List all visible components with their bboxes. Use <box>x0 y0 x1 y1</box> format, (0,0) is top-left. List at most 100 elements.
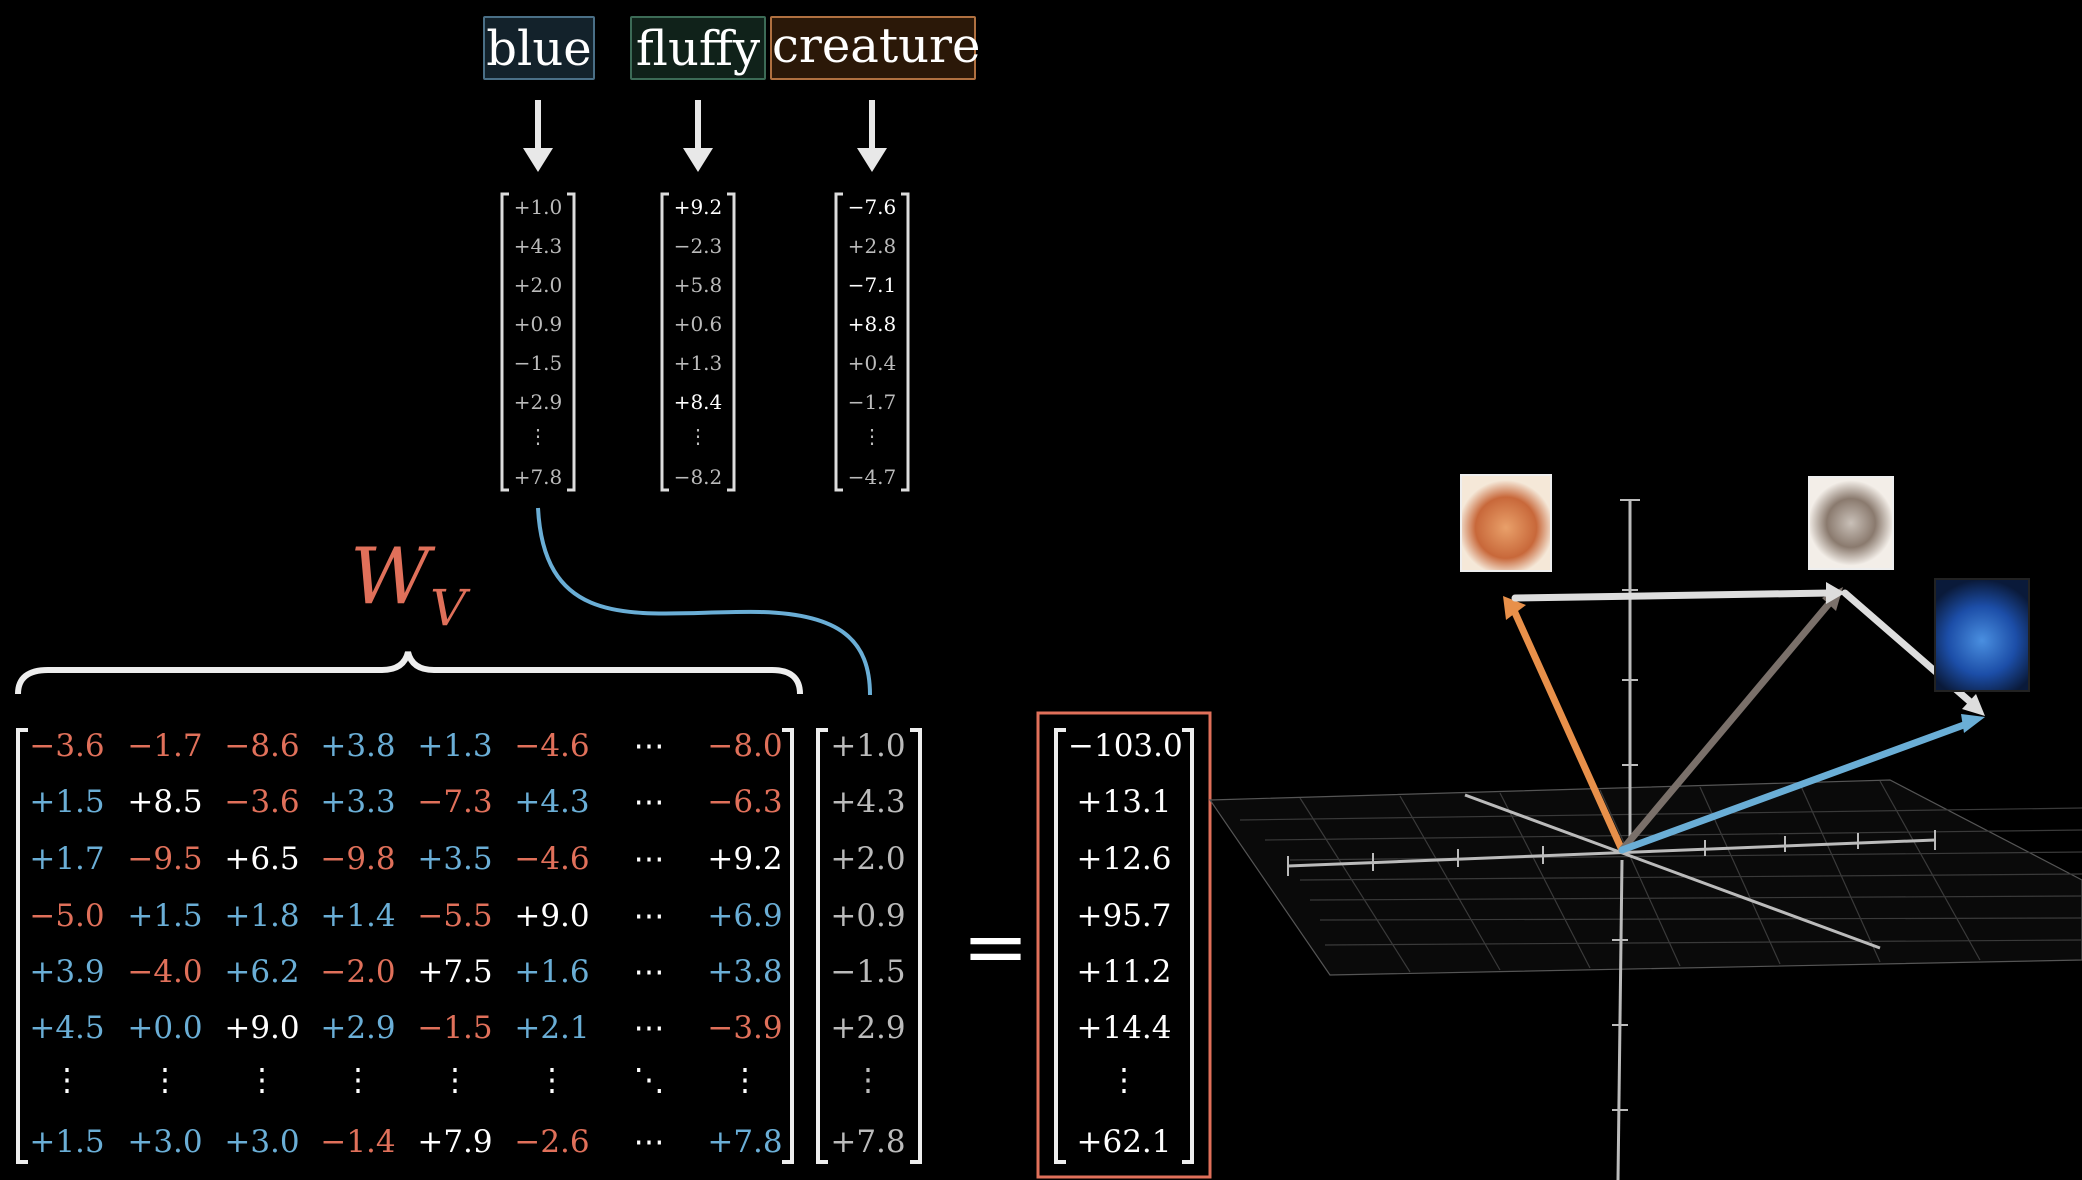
matrix-cell: −2.0 <box>320 954 396 990</box>
matrix-cell: −5.0 <box>29 898 105 934</box>
equals-sign: = <box>962 900 1030 993</box>
matrix-cell: ⋱ <box>633 1062 665 1098</box>
matrix-cell: +4.5 <box>29 1010 105 1046</box>
output-vector-entry: +62.1 <box>1076 1124 1172 1160</box>
vector-entry: −7.1 <box>847 273 897 297</box>
matrix-cell: −3.6 <box>224 784 300 820</box>
matrix-cell: ⋯ <box>633 841 665 877</box>
matrix-cell: −7.3 <box>417 784 493 820</box>
output-vector-entry: +14.4 <box>1076 1010 1172 1046</box>
creature-thumbnail-orange <box>1460 474 1552 572</box>
matrix-label: WV <box>350 532 467 637</box>
output-vector-entry: +11.2 <box>1076 954 1172 990</box>
matrix-cell: −9.5 <box>127 841 203 877</box>
vector-arrows <box>1503 582 1985 854</box>
output-vector-entry: ⋮ <box>1108 1062 1140 1098</box>
matrix-cell: −4.6 <box>514 728 590 764</box>
matrix-cell: +9.0 <box>224 1010 300 1046</box>
vector-entry: +0.6 <box>673 312 723 336</box>
vector-entry: +9.2 <box>673 195 723 219</box>
vector-entry: −1.5 <box>513 351 563 375</box>
matrix-cell: ⋮ <box>536 1062 568 1098</box>
vector-entry: +8.8 <box>847 312 897 336</box>
matrix-cell: ⋯ <box>633 1010 665 1046</box>
vector-entry: −4.7 <box>847 465 897 489</box>
down-arrow-icon <box>523 100 887 172</box>
vector-entry: +5.8 <box>673 273 723 297</box>
matrix-cell: +7.8 <box>707 1124 783 1160</box>
output-vector-entry: +13.1 <box>1076 784 1172 820</box>
matrix-cell: +8.5 <box>127 784 203 820</box>
matrix-cell: −8.6 <box>224 728 300 764</box>
vector-entry: +2.0 <box>513 273 563 297</box>
matrix-cell: −2.6 <box>514 1124 590 1160</box>
matrix-cell: ⋯ <box>633 954 665 990</box>
matrix-cell: ⋮ <box>51 1062 83 1098</box>
token-blue: blue <box>483 16 595 80</box>
output-vector-entry: +12.6 <box>1076 841 1172 877</box>
vector-entry: −8.2 <box>673 465 723 489</box>
input-vector-entry: +7.8 <box>830 1124 906 1160</box>
matrix-cell: +1.5 <box>29 1124 105 1160</box>
matrix-cell: +3.3 <box>320 784 396 820</box>
matrix-cell: ⋯ <box>633 728 665 764</box>
vector-entry: +8.4 <box>673 390 723 414</box>
matrix-cell: +1.8 <box>224 898 300 934</box>
matrix-cell: +9.0 <box>514 898 590 934</box>
matrix-cell: ⋮ <box>149 1062 181 1098</box>
connector-curve <box>536 507 872 696</box>
matrix-cell: +1.6 <box>514 954 590 990</box>
input-vector-entry: +1.0 <box>830 728 906 764</box>
matrix-cell: +6.2 <box>224 954 300 990</box>
matrix-cell: ⋮ <box>729 1062 761 1098</box>
input-vector-entry: +4.3 <box>830 784 906 820</box>
vector-entry: +4.3 <box>513 234 563 258</box>
output-vector-entry: +95.7 <box>1076 898 1172 934</box>
matrix-cell: −9.8 <box>320 841 396 877</box>
matrix-cell: +7.9 <box>417 1124 493 1160</box>
vector-entry: +0.9 <box>513 312 563 336</box>
input-vector-entry: −1.5 <box>830 954 906 990</box>
matrix-cell: +3.0 <box>224 1124 300 1160</box>
matrix-cell: +1.7 <box>29 841 105 877</box>
vector-entry: ⋮ <box>528 424 548 448</box>
token-creature: creature <box>770 16 980 80</box>
matrix-cell: +6.5 <box>224 841 300 877</box>
vector-entry: ⋮ <box>862 424 882 448</box>
matrix-cell: +0.0 <box>127 1010 203 1046</box>
creature-thumbnail-blue <box>1934 578 2030 692</box>
matrix-cell: −6.3 <box>707 784 783 820</box>
matrix-cell: −1.4 <box>320 1124 396 1160</box>
matrix-cell: −3.9 <box>707 1010 783 1046</box>
plane-grid <box>1208 779 2082 976</box>
vector-entry: +2.8 <box>847 234 897 258</box>
vector-entry: −1.7 <box>847 390 897 414</box>
matrix-cell: +3.5 <box>417 841 493 877</box>
matrix-cell: +1.5 <box>29 784 105 820</box>
input-vector-entry: +0.9 <box>830 898 906 934</box>
vector-entry: −7.6 <box>847 195 897 219</box>
matrix-brackets <box>16 728 1194 1164</box>
vector-entry: +7.8 <box>513 465 563 489</box>
plot-axes <box>1287 500 1936 1180</box>
matrix-cell: +7.5 <box>417 954 493 990</box>
matrix-cell: −1.5 <box>417 1010 493 1046</box>
matrix-cell: +4.3 <box>514 784 590 820</box>
vector-entry: ⋮ <box>688 424 708 448</box>
matrix-cell: +9.2 <box>707 841 783 877</box>
matrix-cell: +6.9 <box>707 898 783 934</box>
matrix-cell: +2.1 <box>514 1010 590 1046</box>
vector-entry: −2.3 <box>673 234 723 258</box>
output-vector-entry: −103.0 <box>1068 728 1183 764</box>
matrix-cell: ⋯ <box>633 898 665 934</box>
matrix-cell: −4.6 <box>514 841 590 877</box>
vector-entry: +1.0 <box>513 195 563 219</box>
matrix-cell: ⋯ <box>633 784 665 820</box>
matrix-cell: +1.4 <box>320 898 396 934</box>
matrix-cell: +3.9 <box>29 954 105 990</box>
token-fluffy: fluffy <box>630 16 766 80</box>
input-vector-entry: +2.9 <box>830 1010 906 1046</box>
vector-entry: +0.4 <box>847 351 897 375</box>
matrix-cell: +1.5 <box>127 898 203 934</box>
